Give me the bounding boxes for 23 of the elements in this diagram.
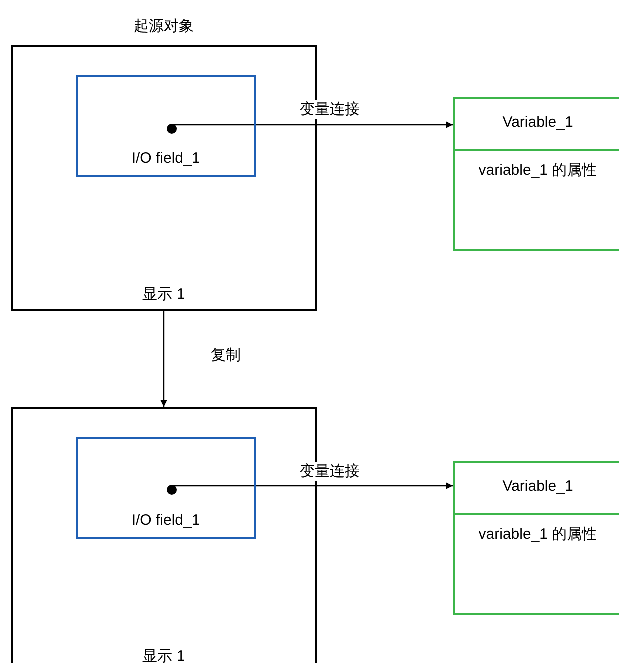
field-name: I/O field_1 bbox=[132, 150, 200, 167]
variable-properties: variable_1 的属性 bbox=[478, 526, 598, 543]
variable-box bbox=[453, 461, 619, 615]
screen-frame bbox=[11, 407, 317, 663]
arrow bbox=[173, 122, 453, 128]
variable-properties: variable_1 的属性 bbox=[478, 162, 598, 179]
edge-label: 变量连接 bbox=[298, 462, 362, 481]
io-field-box bbox=[76, 75, 256, 177]
arrow bbox=[160, 311, 168, 407]
field-name: I/O field_1 bbox=[132, 512, 200, 529]
screen-frame bbox=[11, 45, 317, 311]
io-field-box bbox=[76, 437, 256, 539]
variable-name: Variable_1 bbox=[502, 114, 574, 131]
edge-label: 复制 bbox=[209, 346, 243, 365]
screen-name: 显示 1 bbox=[142, 286, 186, 303]
connection-dot bbox=[167, 485, 177, 495]
variable-box bbox=[453, 97, 619, 251]
heading-text: 起源对象 bbox=[132, 17, 196, 36]
variable-name: Variable_1 bbox=[502, 478, 574, 495]
edge-label: 变量连接 bbox=[298, 100, 362, 119]
arrow bbox=[173, 482, 453, 490]
screen-name: 显示 1 bbox=[142, 648, 186, 663]
connection-dot bbox=[167, 124, 177, 134]
